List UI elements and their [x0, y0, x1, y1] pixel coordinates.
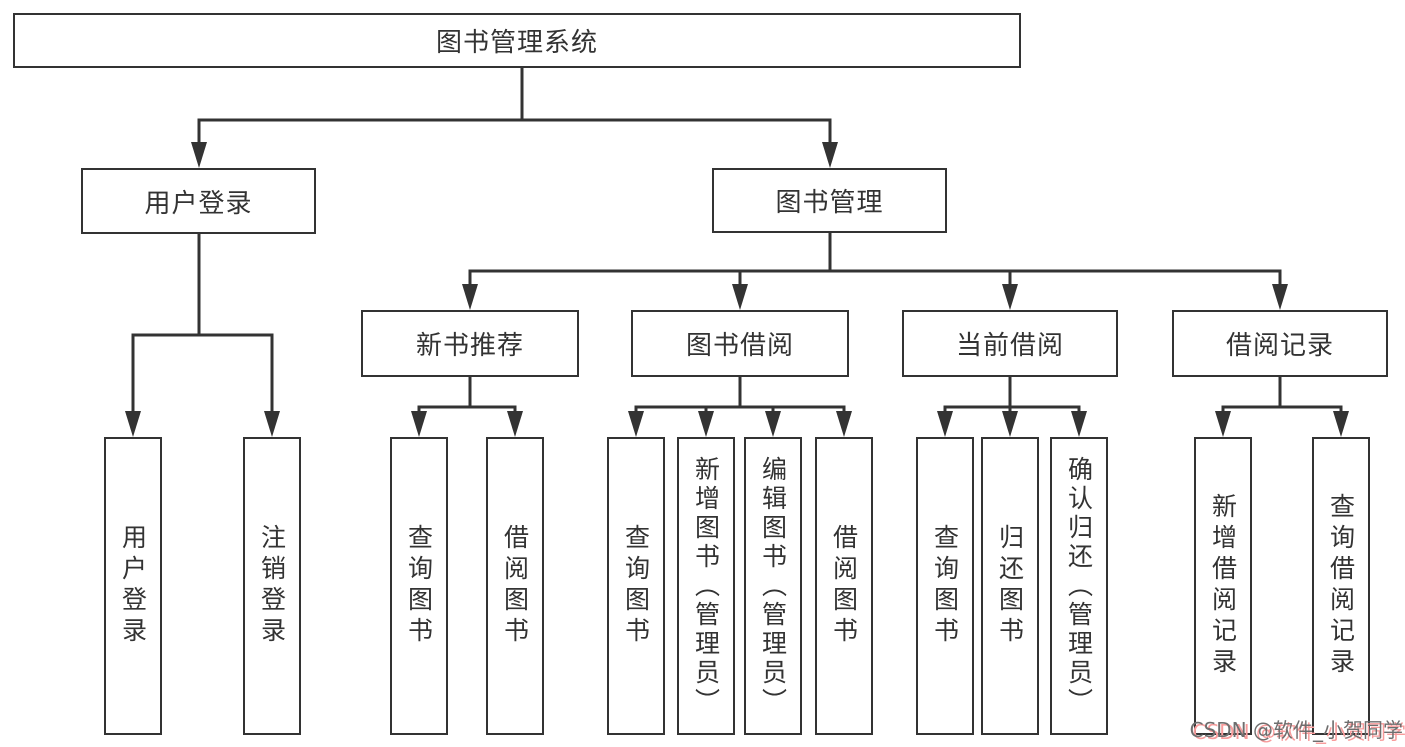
- node-borrowing-records: 借阅记录: [1172, 310, 1388, 377]
- leaf-add-books-admin-label: 新增图书（管理员）: [691, 455, 721, 717]
- leaf-confirm-return-admin-label: 确认归还（管理员）: [1064, 455, 1094, 717]
- leaf-borrow-books-recommend: 借阅图书: [486, 437, 544, 735]
- leaf-query-books-borrowing: 查询图书: [607, 437, 665, 735]
- leaf-query-books-current-label: 查询图书: [930, 524, 960, 648]
- leaf-logout-login: 注销登录: [243, 437, 301, 735]
- node-book-management: 图书管理: [712, 168, 947, 233]
- leaf-query-books-current: 查询图书: [916, 437, 974, 735]
- leaf-user-login: 用户登录: [104, 437, 162, 735]
- connector-current-borrowing-to-leaves: [937, 377, 1087, 437]
- node-current-borrowing: 当前借阅: [902, 310, 1118, 377]
- leaf-add-books-admin: 新增图书（管理员）: [677, 437, 735, 735]
- leaf-edit-books-admin-label: 编辑图书（管理员）: [758, 455, 788, 717]
- leaf-edit-books-admin: 编辑图书（管理员）: [744, 437, 802, 735]
- leaf-logout-login-label: 注销登录: [257, 524, 287, 648]
- leaf-add-borrow-record-label: 新增借阅记录: [1208, 493, 1238, 679]
- leaf-user-login-label: 用户登录: [118, 524, 148, 648]
- node-library-management-system: 图书管理系统: [13, 13, 1021, 68]
- csdn-watermark: CSDN @软件_小贺同学: [1189, 718, 1403, 742]
- connector-book-management-to-level2: [462, 233, 1288, 310]
- connector-new-book-recommendation-to-leaves: [411, 377, 523, 437]
- connector-borrowing-records-to-leaves: [1215, 377, 1349, 437]
- leaf-borrow-books-recommend-label: 借阅图书: [500, 524, 530, 648]
- leaf-add-borrow-record: 新增借阅记录: [1194, 437, 1252, 735]
- connector-user-login-to-leaves: [125, 234, 280, 437]
- leaf-query-books-borrowing-label: 查询图书: [621, 524, 651, 648]
- leaf-return-books: 归还图书: [981, 437, 1039, 735]
- leaf-query-books-recommend: 查询图书: [390, 437, 448, 735]
- connector-root-to-level1: [191, 68, 838, 168]
- node-book-borrowing: 图书借阅: [631, 310, 849, 377]
- node-new-book-recommendation: 新书推荐: [361, 310, 579, 377]
- node-user-login: 用户登录: [81, 168, 316, 234]
- leaf-confirm-return-admin: 确认归还（管理员）: [1050, 437, 1108, 735]
- leaf-return-books-label: 归还图书: [995, 524, 1025, 648]
- connector-book-borrowing-to-leaves: [628, 377, 852, 437]
- leaf-borrow-books-borrowing: 借阅图书: [815, 437, 873, 735]
- leaf-borrow-books-borrowing-label: 借阅图书: [829, 524, 859, 648]
- leaf-query-borrow-record: 查询借阅记录: [1312, 437, 1370, 735]
- leaf-query-borrow-record-label: 查询借阅记录: [1326, 493, 1356, 679]
- leaf-query-books-recommend-label: 查询图书: [404, 524, 434, 648]
